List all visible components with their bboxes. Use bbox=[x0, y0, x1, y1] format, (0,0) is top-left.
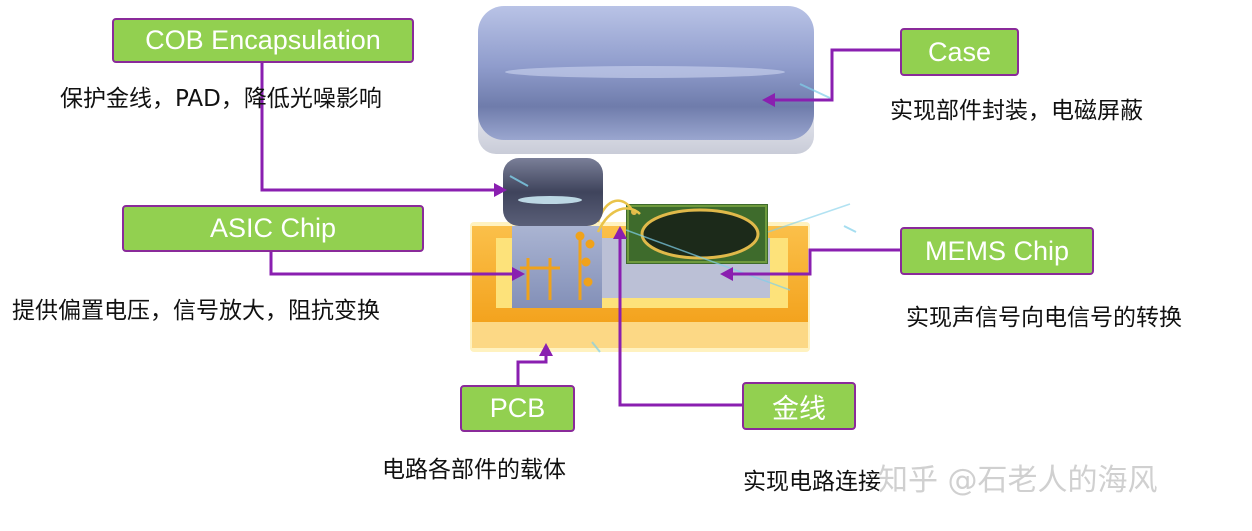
desc-cob-encapsulation: 保护金线，PAD，降低光噪影响 bbox=[60, 86, 382, 112]
leader-arrowheads bbox=[494, 93, 775, 356]
desc-mems-chip: 实现声信号向电信号的转换 bbox=[906, 305, 1182, 331]
leader-line-case bbox=[770, 48, 900, 102]
label-case: Case bbox=[900, 28, 1019, 76]
arrowhead-cob bbox=[494, 183, 507, 197]
desc-gold-wire: 实现电路连接 bbox=[743, 469, 881, 495]
case-body bbox=[478, 6, 831, 154]
label-cob-encapsulation: COB Encapsulation bbox=[112, 18, 414, 63]
desc-asic-chip: 提供偏置电压，信号放大，阻抗变换 bbox=[12, 298, 380, 324]
label-gold-wire: 金线 bbox=[742, 382, 856, 430]
label-pcb: PCB bbox=[460, 385, 575, 432]
watermark: 知乎 @石老人的海风 bbox=[878, 463, 1158, 498]
label-mems-chip: MEMS Chip bbox=[900, 227, 1094, 275]
arrowhead-mems bbox=[720, 267, 733, 281]
light-glints bbox=[591, 225, 857, 353]
asic-chip-body bbox=[512, 226, 602, 308]
leader-line-cob bbox=[260, 62, 497, 192]
leader-line-asic bbox=[269, 252, 515, 276]
desc-case: 实现部件封装，电磁屏蔽 bbox=[890, 98, 1143, 124]
arrowhead-asic bbox=[512, 267, 525, 281]
arrowhead-gold-wire bbox=[613, 226, 627, 239]
arrowhead-pcb bbox=[539, 343, 553, 356]
arrowhead-case bbox=[762, 93, 775, 107]
cob-encapsulation-body bbox=[503, 158, 603, 226]
desc-pcb: 电路各部件的载体 bbox=[382, 457, 566, 483]
mems-chip-body bbox=[625, 203, 851, 291]
label-asic-chip: ASIC Chip bbox=[122, 205, 424, 252]
leader-lines bbox=[260, 48, 900, 407]
leader-line-gold-wire bbox=[618, 234, 742, 407]
leader-line-mems bbox=[728, 248, 900, 276]
